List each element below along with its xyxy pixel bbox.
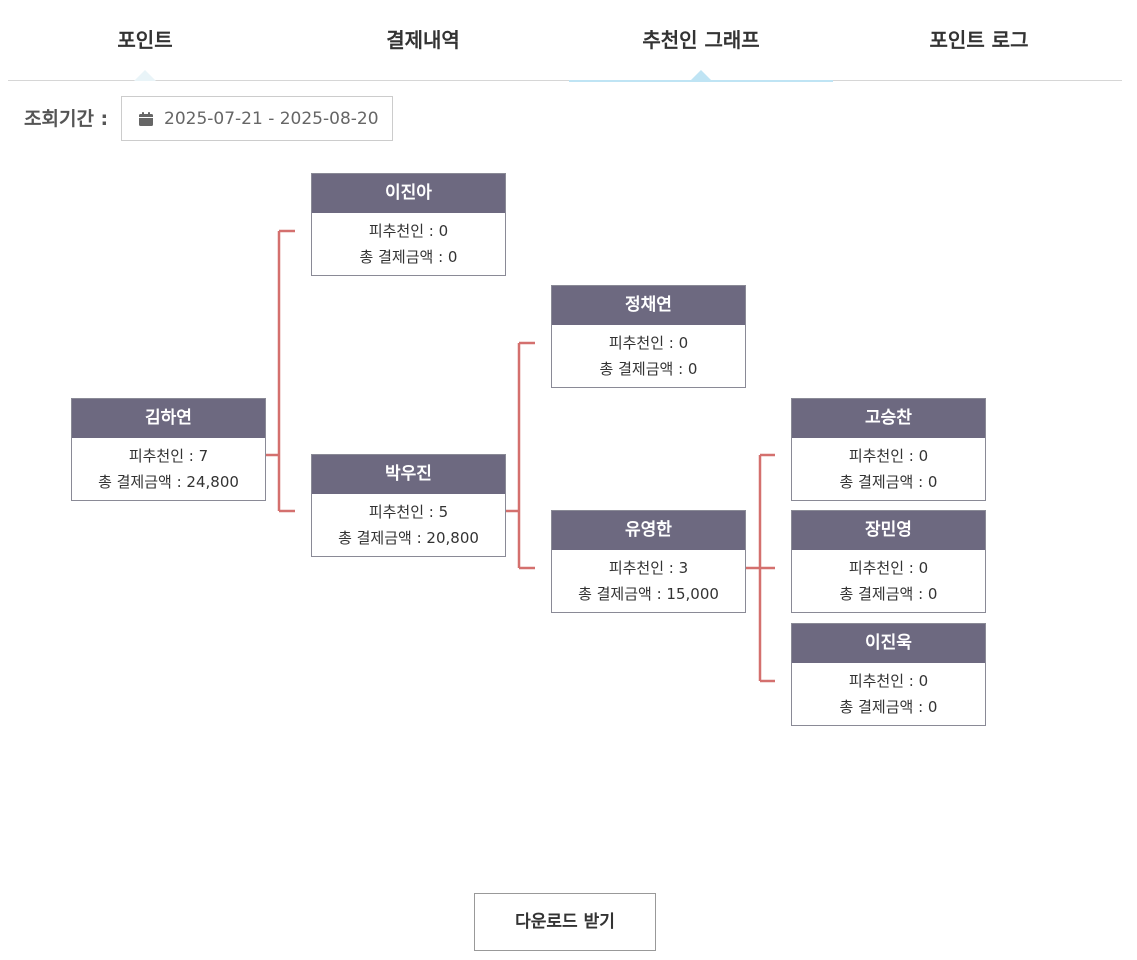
node-kim-hayeon: 김하연 피추천인 : 7 총 결제금액 : 24,800 (71, 398, 266, 501)
node-jang-minyoung: 장민영 피추천인 : 0 총 결제금액 : 0 (791, 510, 986, 613)
tab-marker (134, 70, 156, 81)
node-payment: 총 결제금액 : 0 (359, 248, 458, 266)
calendar-icon (139, 112, 153, 126)
node-name: 정채연 (552, 286, 745, 325)
node-payment: 총 결제금액 : 24,800 (98, 473, 239, 491)
tab-bar: 포인트 결제내역 추천인 그래프 포인트 로그 (8, 0, 1122, 82)
node-referrals: 피추천인 : 0 (848, 672, 929, 690)
node-jung-chaeyeon: 정채연 피추천인 : 0 총 결제금액 : 0 (551, 285, 746, 388)
date-range-value: 2025-07-21 - 2025-08-20 (164, 109, 379, 129)
node-name: 장민영 (792, 511, 985, 550)
node-referrals: 피추천인 : 0 (848, 447, 929, 465)
node-park-woojin: 박우진 피추천인 : 5 총 결제금액 : 20,800 (311, 454, 506, 557)
tab-label: 포인트 로그 (929, 28, 1029, 52)
node-name: 고승찬 (792, 399, 985, 438)
download-button[interactable]: 다운로드 받기 (474, 893, 656, 951)
node-payment: 총 결제금액 : 15,000 (578, 585, 719, 603)
node-referrals: 피추천인 : 5 (368, 503, 449, 521)
node-referrals: 피추천인 : 0 (368, 222, 449, 240)
tab-label: 포인트 (117, 28, 173, 52)
node-payment: 총 결제금액 : 0 (599, 360, 698, 378)
node-payment: 총 결제금액 : 20,800 (338, 529, 479, 547)
node-name: 이진아 (312, 174, 505, 213)
node-payment: 총 결제금액 : 0 (839, 585, 938, 603)
date-range-picker[interactable]: 2025-07-21 - 2025-08-20 (121, 96, 393, 141)
node-name: 박우진 (312, 455, 505, 494)
active-tab-underline (569, 80, 833, 82)
node-name: 유영한 (552, 511, 745, 550)
node-payment: 총 결제금액 : 0 (839, 698, 938, 716)
node-referrals: 피추천인 : 0 (608, 334, 689, 352)
node-referrals: 피추천인 : 3 (608, 559, 689, 577)
node-name: 이진욱 (792, 624, 985, 663)
tab-label: 추천인 그래프 (642, 28, 760, 52)
node-go-seungchan: 고승찬 피추천인 : 0 총 결제금액 : 0 (791, 398, 986, 501)
tab-label: 결제내역 (386, 28, 460, 52)
node-lee-jina: 이진아 피추천인 : 0 총 결제금액 : 0 (311, 173, 506, 276)
filter-label: 조회기간 : (24, 108, 109, 130)
node-name: 김하연 (72, 399, 265, 438)
node-yoo-younghan: 유영한 피추천인 : 3 총 결제금액 : 15,000 (551, 510, 746, 613)
node-referrals: 피추천인 : 0 (848, 559, 929, 577)
tab-referral-graph[interactable]: 추천인 그래프 (569, 0, 833, 82)
active-tab-marker (690, 61, 712, 81)
node-payment: 총 결제금액 : 0 (839, 473, 938, 491)
node-lee-jinwook: 이진욱 피추천인 : 0 총 결제금액 : 0 (791, 623, 986, 726)
node-referrals: 피추천인 : 7 (128, 447, 209, 465)
tab-point-log[interactable]: 포인트 로그 (840, 0, 1118, 80)
tab-points[interactable]: 포인트 (8, 0, 282, 81)
tab-payments[interactable]: 결제내역 (283, 0, 563, 80)
